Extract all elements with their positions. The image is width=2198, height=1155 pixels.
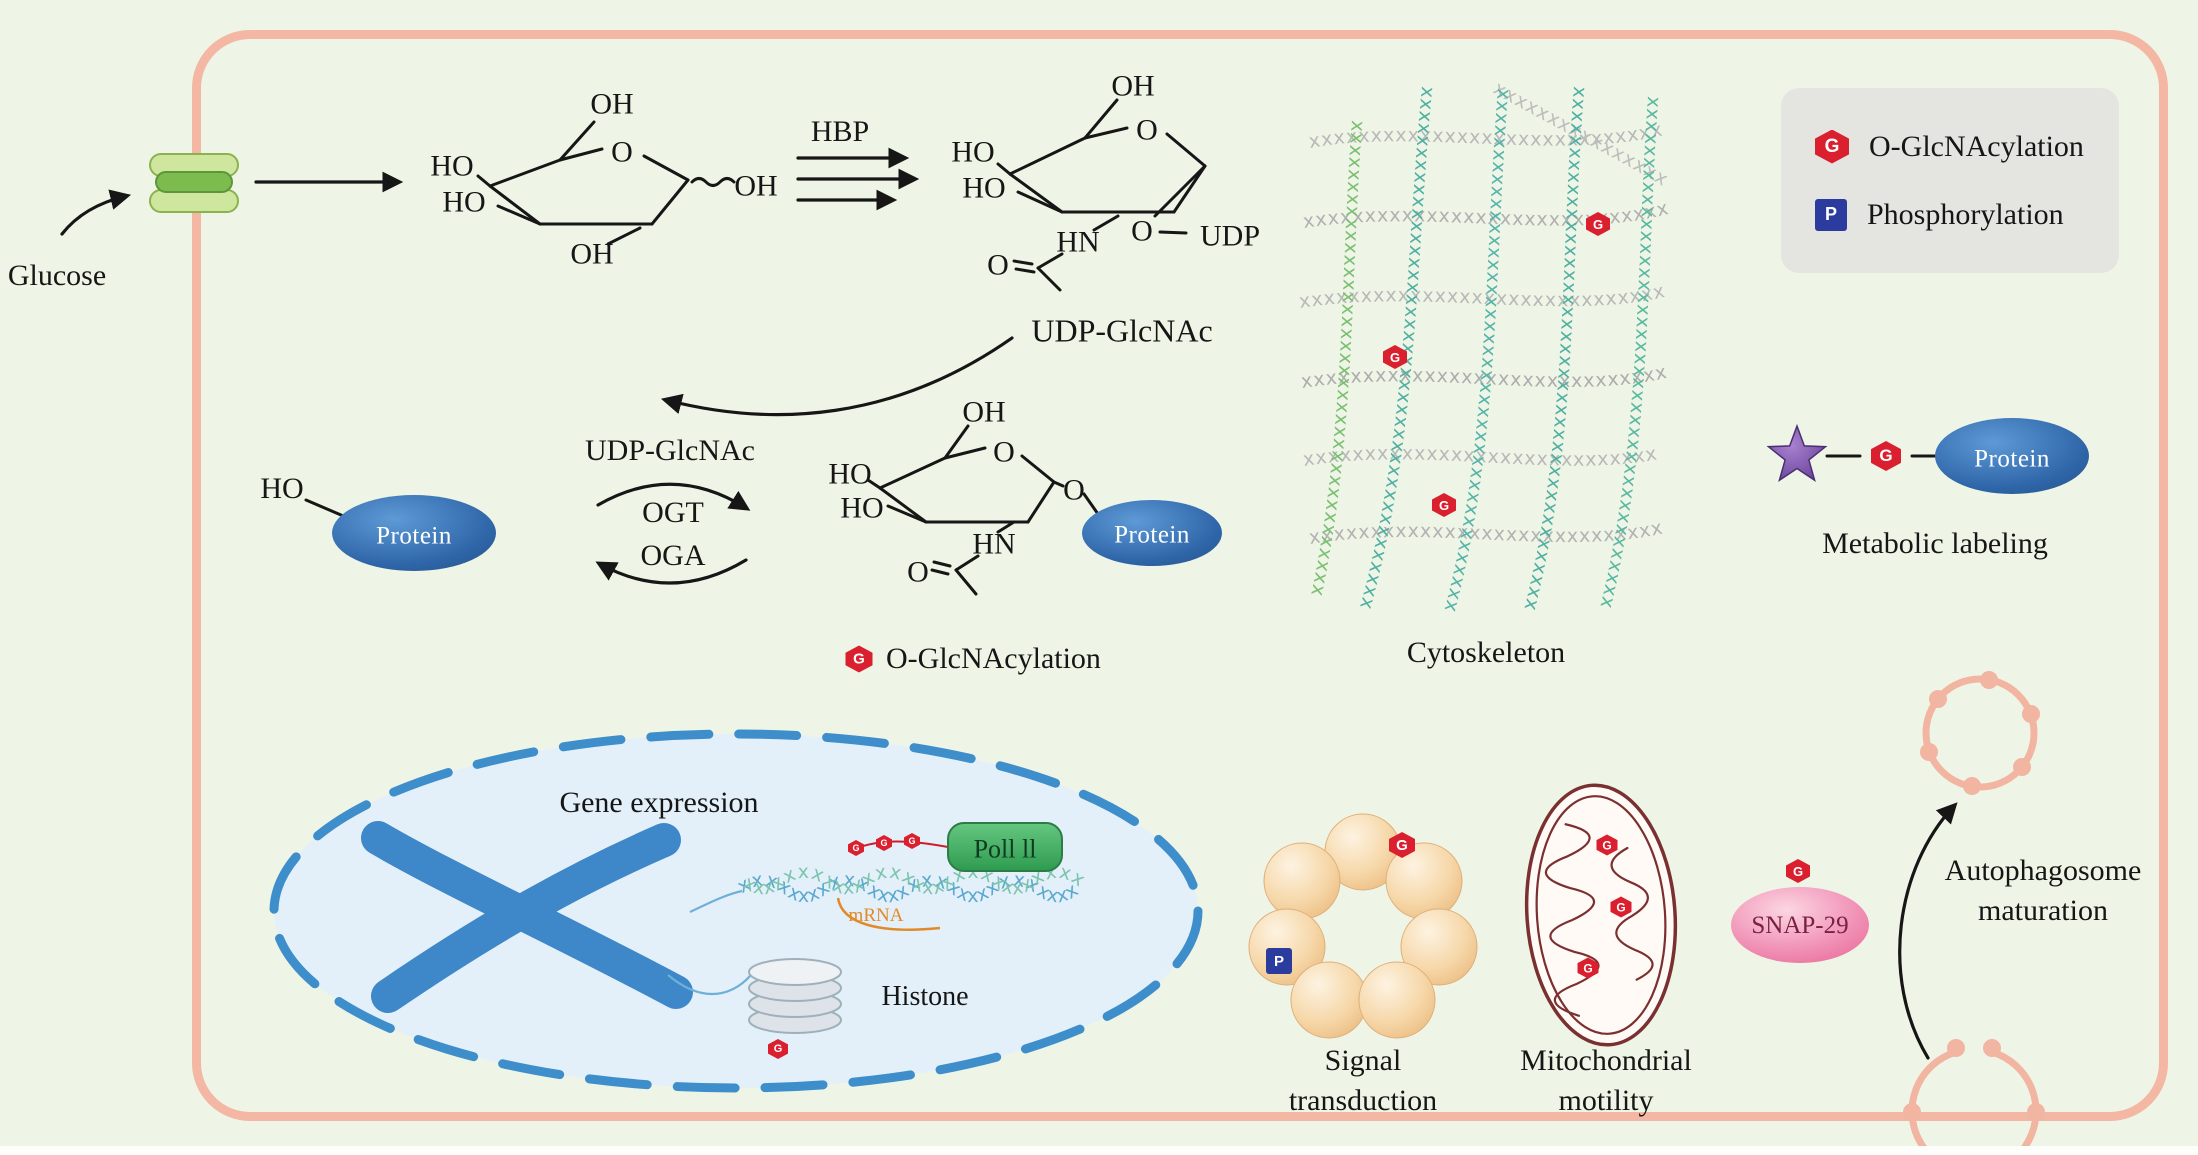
chromosome: [361, 821, 693, 1013]
oga-label: OGA: [640, 539, 706, 572]
legend: G O-GlcNAcylation P Phosphorylation: [1781, 88, 2119, 273]
hydroxyl: OH: [1111, 70, 1154, 103]
amide: HN: [972, 528, 1015, 561]
gene-expression-label: Gene expression: [559, 786, 759, 819]
glycosidic-oxygen: O: [1063, 474, 1085, 507]
hydroxyl: HO: [828, 458, 871, 491]
arrows: [60, 147, 1958, 1060]
carbonyl-oxygen: O: [907, 556, 929, 589]
autophagosome-label-line2: maturation: [1978, 894, 2108, 927]
mitochondrion: [1524, 783, 1678, 1047]
ogt-cycle-arrow: [596, 482, 751, 511]
cristae: [1544, 823, 1600, 1017]
protein-ellipse: [1935, 418, 2089, 494]
glcnac-badge: G: [1596, 834, 1618, 856]
signal-label-line1: Signal: [1324, 1044, 1402, 1077]
protein-label: Protein: [376, 523, 452, 550]
mrna-strand: [836, 897, 941, 931]
autophagosome-label-line1: Autophagosome: [1944, 854, 2142, 887]
glucose-uptake-arrow: [60, 189, 132, 236]
mito-label-line2: motility: [1558, 1084, 1654, 1117]
ring-oxygen: O: [993, 436, 1015, 469]
glcnac-badge: G: [848, 840, 864, 856]
protein-ellipse: [332, 495, 496, 571]
oga-cycle-arrow: [595, 558, 748, 585]
legend-item-oglcnacylation: G O-GlcNAcylation: [1815, 129, 2119, 164]
protein-label: Protein: [1114, 522, 1190, 549]
oglcnacylation-label: O-GlcNAcylation: [886, 642, 1101, 675]
hydroxyl: OH: [962, 396, 1005, 429]
protein-label: Protein: [1974, 446, 2050, 473]
glcnac-badge: G: [1610, 896, 1632, 918]
ogt-label: OGT: [642, 496, 704, 529]
glcnac-badge: G: [1577, 957, 1599, 979]
ring-oxygen: O: [611, 136, 633, 169]
ho-prefix-label: HO: [260, 472, 304, 505]
phospho-badge: P: [1815, 198, 1847, 231]
oglcnac-protein-structure: O OH HO HO O HN O Protein: [828, 396, 1222, 596]
glcnac-badge: G: [904, 833, 920, 849]
glucose-transporter: [149, 153, 239, 213]
hydroxyl: OH: [570, 238, 613, 271]
hbp-label: HBP: [810, 115, 870, 148]
autophagosome-bottom: [1908, 1048, 2040, 1155]
autophagosome-maturation-arrow: [1898, 802, 1958, 1060]
metabolic-labeling-probe: Protein: [1766, 418, 2089, 494]
rna-polymerase: Poll ll: [947, 822, 1063, 872]
rna-polymerase-label: Poll ll: [974, 835, 1037, 864]
hydroxyl: HO: [840, 492, 883, 525]
mrna-label: mRNA: [848, 905, 904, 926]
udp-glcnac-label: UDP-GlcNAc: [1031, 312, 1213, 349]
substrate-protein: Protein: [304, 495, 496, 571]
udp-glcnac-structure: O OH HO HO O UDP HN O: [951, 70, 1260, 292]
hydroxyl: OH: [734, 170, 777, 203]
ring-oxygen: O: [1136, 114, 1158, 147]
mito-label-line1: Mitochondrial: [1520, 1044, 1692, 1077]
glcnac-badge: G: [768, 1039, 788, 1059]
snap29-label: SNAP-29: [1751, 912, 1849, 939]
histone-label: Histone: [881, 981, 969, 1012]
hydroxyl: HO: [442, 186, 485, 219]
glucose-structure: O OH HO HO OH OH: [430, 88, 777, 271]
signal-complex: [1248, 813, 1478, 1039]
udp-glcnac-supply-arrow: [660, 336, 1014, 417]
glcnac-badge: G: [876, 835, 892, 851]
cytoskeleton-label: Cytoskeleton: [1406, 636, 1566, 669]
autophagosome-vesicles: [1903, 671, 2045, 1155]
hydroxyl: HO: [962, 172, 1005, 205]
hydroxyl: OH: [590, 88, 633, 121]
microtubule-fiber: xxxxxxxxxxxxxxxxxxxxxxxxxxxxxxxxxxxxxxxx…: [0, 0, 1439, 613]
metabolic-labeling-label: Metabolic labeling: [1822, 527, 2048, 560]
microtubule-fiber: xxxxxxxxxxxxxxxxxxxxxxxxxxxxxxxxxxxxxxxx…: [0, 0, 1515, 615]
glycosidic-oxygen: O: [1131, 215, 1153, 248]
glcnac-badge: G: [1815, 129, 1849, 164]
cell-membrane-border: [192, 30, 2168, 1121]
hydroxyl: HO: [430, 150, 473, 183]
snap29-ellipse: [1731, 887, 1869, 963]
signal-label-line2: transduction: [1288, 1084, 1438, 1117]
fluorophore-star: [1766, 423, 1828, 483]
carbonyl-oxygen: O: [987, 249, 1009, 282]
protein-ellipse: [1082, 500, 1222, 566]
amide: HN: [1056, 226, 1099, 259]
histone-stack: [748, 958, 842, 1034]
cristae: [1610, 846, 1654, 981]
legend-item-phosphorylation: P Phosphorylation: [1815, 198, 2119, 232]
hydroxyl: HO: [951, 136, 994, 169]
legend-label: O-GlcNAcylation: [1869, 129, 2084, 163]
legend-label: Phosphorylation: [1867, 197, 2064, 231]
udp-glcnac-cycle-label: UDP-GlcNAc: [585, 434, 755, 467]
phospho-badge: P: [1266, 948, 1292, 974]
udp-group: UDP: [1200, 220, 1260, 253]
glucose-label: Glucose: [7, 259, 107, 292]
bottom-margin: [0, 1146, 2198, 1155]
